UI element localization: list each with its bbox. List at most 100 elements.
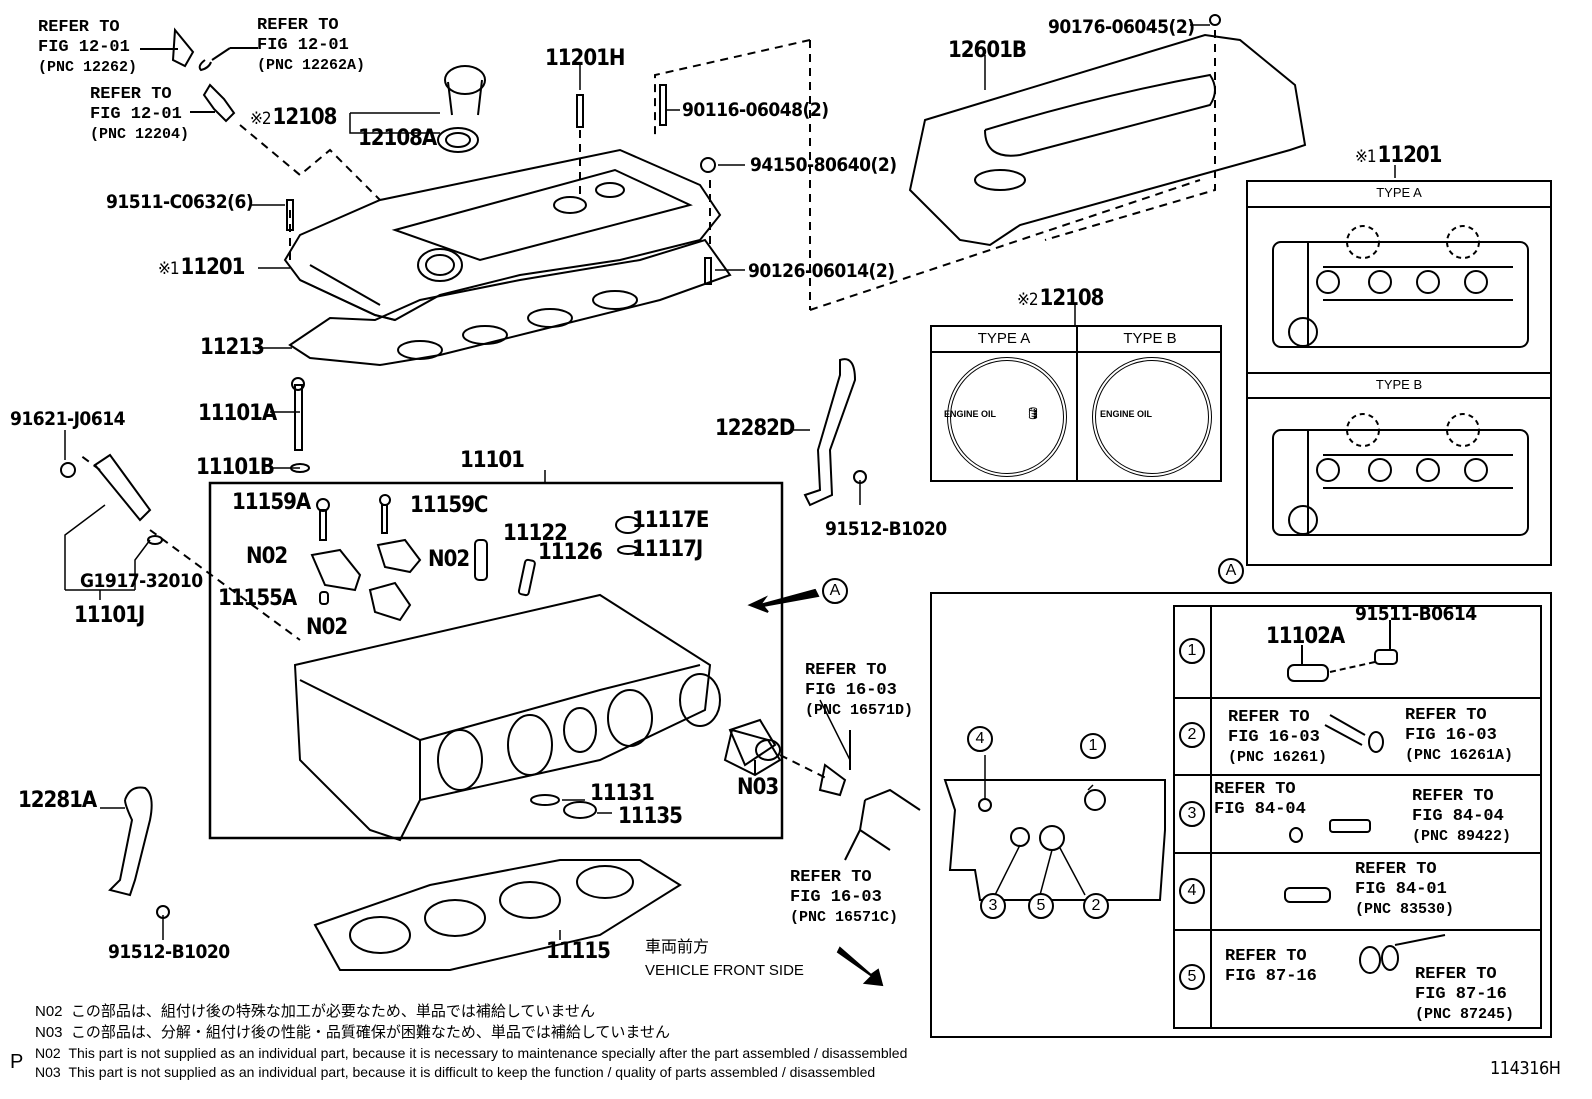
ref-line: FIG 84-04: [1214, 800, 1306, 819]
head-cover-gasket-drawing: [288, 238, 732, 367]
ref-line: REFER TO: [1412, 787, 1494, 806]
oil-can-icon: 🛢: [1026, 408, 1040, 420]
part-11126[interactable]: 11126: [538, 540, 603, 565]
part-11101b[interactable]: 11101B: [196, 455, 275, 480]
part-12108[interactable]: ※212108: [250, 105, 338, 130]
row-5-marker: 5: [1179, 964, 1205, 990]
ref-line: FIG 16-03: [1228, 728, 1320, 747]
part-code: 12108: [1039, 286, 1105, 311]
ref-line: REFER TO: [1228, 708, 1310, 727]
ref-line: FIG 16-03: [1405, 726, 1497, 745]
ref-pnc: (PNC 12262): [38, 59, 138, 76]
row-1-marker: 1: [1179, 638, 1205, 664]
ref-line: REFER TO: [90, 85, 172, 104]
oil-filler-cap-drawing: [437, 65, 486, 153]
vehicle-front-en: VEHICLE FRONT SIDE: [645, 962, 804, 979]
part-11201h[interactable]: 11201H: [545, 46, 625, 71]
part-11122[interactable]: 11122: [503, 521, 568, 546]
hose-clamp-drawing: [818, 730, 921, 861]
ref-line: FIG 87-16: [1225, 967, 1317, 986]
ref-pnc: (PNC 12262A): [257, 57, 366, 74]
oil-cap-panel-title: ※212108: [1017, 286, 1105, 311]
ref-line: FIG 16-03: [790, 888, 882, 907]
ref-pnc-16571d: REFER TO FIG 16-03 (PNC 16571D): [805, 661, 913, 721]
ref-pnc-87245: REFER TO FIG 87-16 (PNC 87245): [1415, 965, 1514, 1025]
oil-control-valve-drawing: [60, 453, 163, 545]
part-91512-b1020[interactable]: 91512-B1020: [108, 941, 230, 963]
part-11117j[interactable]: 11117J: [632, 537, 703, 562]
note-mark: ※1: [158, 259, 180, 279]
oil-cap-type-b-drawing: [1092, 357, 1212, 477]
part-n02[interactable]: N02: [306, 615, 348, 640]
ref-fig-87-16: REFER TO FIG 87-16: [1225, 947, 1317, 987]
oil-cap-types-panel: TYPE A TYPE B ENGINE OIL 🛢 ENGINE OIL: [930, 325, 1222, 482]
ref-pnc: (PNC 12204): [90, 126, 190, 143]
ref-line: FIG 16-03: [805, 681, 897, 700]
part-91512-b1020[interactable]: 91512-B1020: [825, 518, 947, 540]
part-g1917-32010[interactable]: G1917-32010: [80, 570, 203, 592]
part-91621-j0614[interactable]: 91621-J0614: [10, 408, 126, 430]
part-12108a[interactable]: 12108A: [358, 126, 437, 151]
ref-pnc: (PNC 83530): [1355, 901, 1455, 918]
oil-cap-type-b-text: ENGINE OIL: [1100, 409, 1153, 419]
part-11159c[interactable]: 11159C: [410, 493, 488, 518]
n03-plug-drawing: [723, 728, 782, 777]
ref-line: FIG 87-16: [1415, 985, 1507, 1004]
detail-a-marker: A: [1218, 558, 1244, 584]
part-90126-06014[interactable]: 90126-06014(2): [748, 260, 895, 282]
footnote-n03-jp: N03 この部品は、分解・組付け後の性能・品質確保が困難なため、単品では補給して…: [35, 1025, 670, 1040]
note-text: This part is not supplied as an individu…: [68, 1064, 876, 1080]
part-n02[interactable]: N02: [246, 544, 288, 569]
ref-pnc-16261: REFER TO FIG 16-03 (PNC 16261): [1228, 708, 1327, 768]
part-code: 11201: [180, 255, 246, 280]
ref-line: REFER TO: [257, 16, 339, 35]
detail-a-parts-art: [1284, 620, 1446, 974]
oil-cap-type-a-drawing: [947, 357, 1067, 477]
part-12601b[interactable]: 12601B: [948, 38, 1027, 63]
part-11115[interactable]: 11115: [546, 939, 611, 964]
part-code: 12108: [272, 105, 338, 130]
ref-line: REFER TO: [1415, 965, 1497, 984]
part-91511-b0614[interactable]: 91511-B0614: [1355, 603, 1477, 625]
row-3-marker: 3: [1179, 801, 1205, 827]
part-11101a[interactable]: 11101A: [198, 401, 277, 426]
ref-pnc-89422: REFER TO FIG 84-04 (PNC 89422): [1412, 787, 1511, 847]
block-marker-3: 3: [980, 893, 1006, 919]
row-4-marker: 4: [1179, 878, 1205, 904]
part-11159a[interactable]: 11159A: [232, 490, 311, 515]
part-11131[interactable]: 11131: [590, 781, 655, 806]
part-11135[interactable]: 11135: [618, 804, 683, 829]
part-11117e[interactable]: 11117E: [632, 508, 709, 533]
callout-a-marker[interactable]: A: [822, 578, 848, 604]
block-marker-5: 5: [1028, 893, 1054, 919]
part-code: 11201: [1377, 143, 1443, 168]
ref-line: REFER TO: [1214, 780, 1296, 799]
part-n02[interactable]: N02: [428, 547, 470, 572]
ref-pnc-12204: REFER TO FIG 12-01 (PNC 12204): [90, 85, 189, 145]
small-parts-drawing: [310, 494, 641, 622]
part-90116-06048[interactable]: 90116-06048(2): [682, 99, 829, 121]
part-11101[interactable]: 11101: [460, 448, 525, 473]
part-11102a[interactable]: 11102A: [1266, 624, 1345, 649]
part-12282d[interactable]: 12282D: [715, 416, 795, 441]
part-11213[interactable]: 11213: [200, 335, 265, 360]
part-n03[interactable]: N03: [737, 775, 779, 800]
cylinder-head-subassy-box: [208, 481, 784, 840]
cover-panel-title: ※111201: [1355, 143, 1443, 168]
part-90176-06045[interactable]: 90176-06045(2): [1048, 16, 1195, 38]
part-94150-80640[interactable]: 94150-80640(2): [750, 154, 897, 176]
ref-pnc: (PNC 16571C): [790, 909, 899, 926]
ref-pnc-12262a: REFER TO FIG 12-01 (PNC 12262A): [257, 16, 365, 76]
part-91511-c0632[interactable]: 91511-C0632(6): [106, 191, 254, 213]
detail-a-table: [1173, 605, 1542, 1029]
ref-line: FIG 12-01: [90, 105, 182, 124]
part-12281a[interactable]: 12281A: [18, 788, 97, 813]
part-11201[interactable]: ※111201: [158, 255, 246, 280]
part-11155a[interactable]: 11155A: [218, 586, 297, 611]
ref-line: FIG 84-04: [1412, 807, 1504, 826]
ref-line: REFER TO: [1405, 706, 1487, 725]
part-11101j[interactable]: 11101J: [74, 603, 145, 628]
ref-pnc: (PNC 16261): [1228, 749, 1328, 766]
